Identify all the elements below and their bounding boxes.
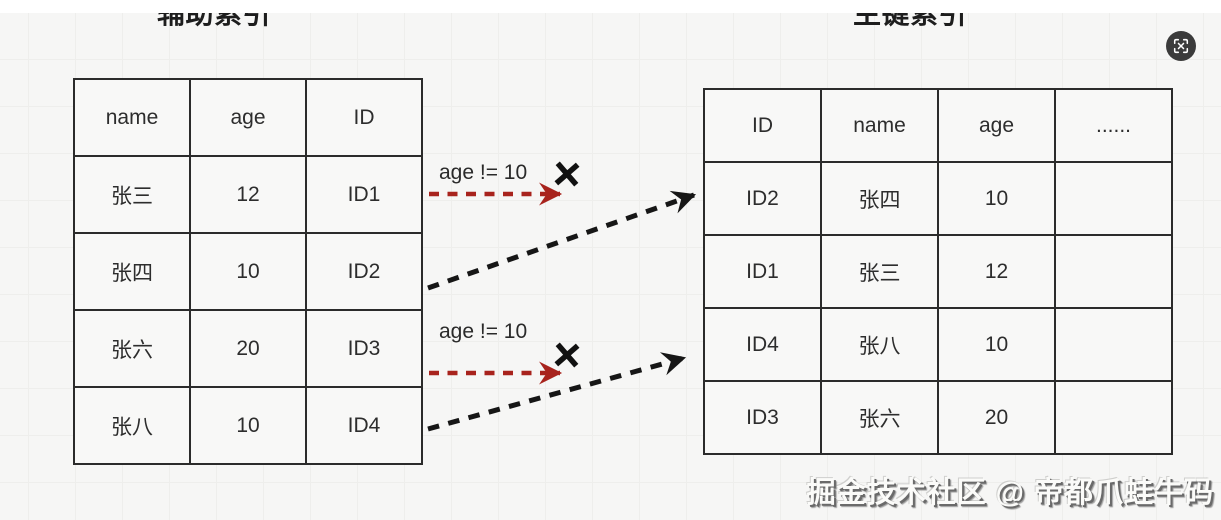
- table-cell: ID4: [305, 386, 423, 465]
- table-row: ID3 张六 20: [703, 380, 1173, 455]
- table-cell: 张四: [820, 161, 939, 236]
- table-row: 张三 12 ID1: [73, 155, 423, 234]
- table-cell: 10: [937, 161, 1056, 236]
- filter-condition-label: age != 10: [439, 161, 528, 184]
- cross-mark-icon: [554, 161, 580, 187]
- table-cell: 张六: [73, 309, 191, 388]
- table-cell: 10: [189, 232, 307, 311]
- table-cell: 张四: [73, 232, 191, 311]
- table-row: ID4 张八 10: [703, 307, 1173, 382]
- table-cell: 10: [189, 386, 307, 465]
- scan-image-button[interactable]: [1166, 31, 1196, 61]
- filter-condition-label: age != 10: [439, 320, 528, 343]
- table-header-row: name age ID: [73, 78, 423, 157]
- table-cell: [1054, 380, 1173, 455]
- watermark-text: 掘金技术社区 @ 帝都爪蛙牛码: [806, 477, 1214, 509]
- table-cell: [1054, 161, 1173, 236]
- table-cell: 张八: [820, 307, 939, 382]
- column-header: ID: [305, 78, 423, 157]
- table-cell: 张六: [820, 380, 939, 455]
- column-header: name: [820, 88, 939, 163]
- table-cell: ID1: [703, 234, 822, 309]
- table-cell: 12: [189, 155, 307, 234]
- primary-index-table: ID name age ...... ID2 张四 10 ID1 张三 12 I…: [703, 88, 1173, 455]
- table-row: ID2 张四 10: [703, 161, 1173, 236]
- cross-mark-icon: [554, 342, 580, 368]
- top-clip-strip: [0, 0, 1221, 13]
- table-cell: ID2: [305, 232, 423, 311]
- table-cell: ID3: [305, 309, 423, 388]
- table-cell: 20: [189, 309, 307, 388]
- table-header-row: ID name age ......: [703, 88, 1173, 163]
- table-cell: ID4: [703, 307, 822, 382]
- table-cell: 12: [937, 234, 1056, 309]
- column-header: ID: [703, 88, 822, 163]
- table-row: ID1 张三 12: [703, 234, 1173, 309]
- scan-icon: [1173, 38, 1189, 54]
- column-header: age: [937, 88, 1056, 163]
- table-cell: 20: [937, 380, 1056, 455]
- table-cell: 10: [937, 307, 1056, 382]
- table-cell: 张三: [73, 155, 191, 234]
- lookup-arrow-2: [427, 352, 687, 432]
- table-row: 张八 10 ID4: [73, 386, 423, 465]
- table-cell: 张三: [820, 234, 939, 309]
- table-cell: ID3: [703, 380, 822, 455]
- secondary-index-table: name age ID 张三 12 ID1 张四 10 ID2 张六 20 ID…: [73, 78, 423, 465]
- lookup-arrow-1: [427, 190, 697, 291]
- column-header: ......: [1054, 88, 1173, 163]
- table-cell: 张八: [73, 386, 191, 465]
- table-cell: ID2: [703, 161, 822, 236]
- table-cell: ID1: [305, 155, 423, 234]
- table-cell: [1054, 307, 1173, 382]
- table-row: 张六 20 ID3: [73, 309, 423, 388]
- table-row: 张四 10 ID2: [73, 232, 423, 311]
- column-header: age: [189, 78, 307, 157]
- table-cell: [1054, 234, 1173, 309]
- column-header: name: [73, 78, 191, 157]
